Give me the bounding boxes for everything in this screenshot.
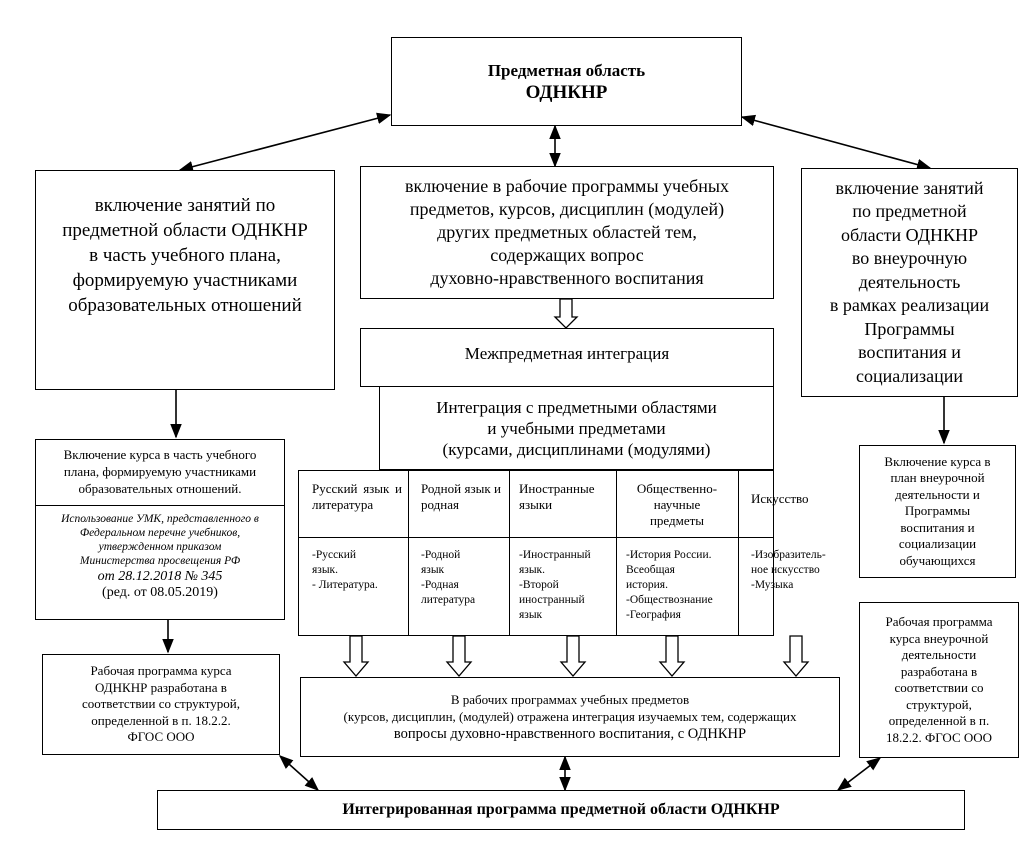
subject-items-russian: -Русский язык. - Литература. xyxy=(312,549,378,591)
left-course-note: Использование УМК, представленного в Фед… xyxy=(61,513,259,567)
meta-integration-label: Межпредметная интеграция xyxy=(464,343,670,363)
integration-box: Интеграция с предметными областями и уче… xyxy=(379,387,774,470)
subject-items-native: -Родной язык -Родная литература xyxy=(421,549,476,606)
left-box-text: включение занятий по предметной области … xyxy=(62,194,308,316)
subject-items-art: -Изобразитель- ное искусство -Музыка xyxy=(751,549,826,591)
right-box: включение занятий по предметной области … xyxy=(801,168,1018,397)
subject-title-art: Искусство xyxy=(751,491,809,506)
subjects-table xyxy=(298,470,774,636)
left-course-red: (ред. от 08.05.2019) xyxy=(102,585,218,600)
arrow-left-program-bottom xyxy=(278,755,320,791)
subject-title-social: Общественно- научные предметы xyxy=(636,481,718,528)
right-program-text: Рабочая программа курса внеурочной деяте… xyxy=(885,614,993,745)
right-course-box: Включение курса в план внеурочной деятел… xyxy=(859,445,1016,578)
hollow-arrow-subject-1 xyxy=(342,635,370,677)
left-program-text: Рабочая программа курса ОДНКНР разработа… xyxy=(81,663,241,745)
left-box: включение занятий по предметной области … xyxy=(35,170,335,390)
top-subtitle: ОДНКНР xyxy=(525,81,608,103)
left-course-text: Включение курса в часть учебного плана, … xyxy=(63,447,257,496)
bottom-title: Интегрированная программа предметной обл… xyxy=(342,801,780,818)
hollow-arrow-subject-2 xyxy=(445,635,473,677)
top-box: Предметная область ОДНКНР xyxy=(391,37,742,126)
subject-items-foreign: -Иностранный язык. -Второй иностранный я… xyxy=(519,549,591,621)
bottom-box: Интегрированная программа предметной обл… xyxy=(157,790,965,830)
subject-title-russian: Русский язык и литература xyxy=(312,481,402,512)
arrow-top-left xyxy=(178,112,392,173)
hollow-arrow-center xyxy=(553,298,579,329)
hollow-arrow-subject-4 xyxy=(658,635,686,677)
subject-items-social: -История России. Всеобщая история. -Обще… xyxy=(626,549,713,621)
center-box: включение в рабочие программы учебных пр… xyxy=(360,166,774,299)
subjects-header-divider xyxy=(298,537,774,538)
subject-title-native: Родной язык и родная xyxy=(421,481,501,512)
subjects-divider-1 xyxy=(408,470,409,636)
center-result-line1: В рабочих программах учебных предметов xyxy=(450,691,690,707)
center-box-text: включение в рабочие программы учебных пр… xyxy=(405,176,729,288)
left-course-divider xyxy=(36,505,284,506)
center-result-box: В рабочих программах учебных предметов (… xyxy=(300,677,840,757)
left-course-order: от 28.12.2018 № 345 xyxy=(97,569,223,584)
hollow-arrow-subject-3 xyxy=(559,635,587,677)
left-program-box: Рабочая программа курса ОДНКНР разработа… xyxy=(42,654,280,755)
subjects-divider-2 xyxy=(509,470,510,636)
subjects-divider-3 xyxy=(616,470,617,636)
subject-title-foreign: Иностранные языки xyxy=(519,481,595,512)
top-title: Предметная область xyxy=(487,60,646,80)
hollow-arrow-subject-5 xyxy=(782,635,810,677)
center-result-line3: вопросы духовно-нравственного воспитания… xyxy=(393,725,747,742)
right-program-box: Рабочая программа курса внеурочной деяте… xyxy=(859,602,1019,758)
right-course-text: Включение курса в план внеурочной деятел… xyxy=(884,453,991,568)
center-result-line2: (курсов, дисциплин, (модулей) отражена и… xyxy=(343,708,797,724)
integration-label: Интеграция с предметными областями и уче… xyxy=(436,397,717,459)
subjects-divider-4 xyxy=(738,470,739,636)
arrow-top-right xyxy=(740,114,932,171)
left-course-box: Включение курса в часть учебного плана, … xyxy=(35,439,285,620)
meta-integration-box: Межпредметная интеграция xyxy=(360,328,774,387)
right-box-text: включение занятий по предметной области … xyxy=(829,177,990,386)
arrow-right-program-bottom xyxy=(836,757,882,791)
